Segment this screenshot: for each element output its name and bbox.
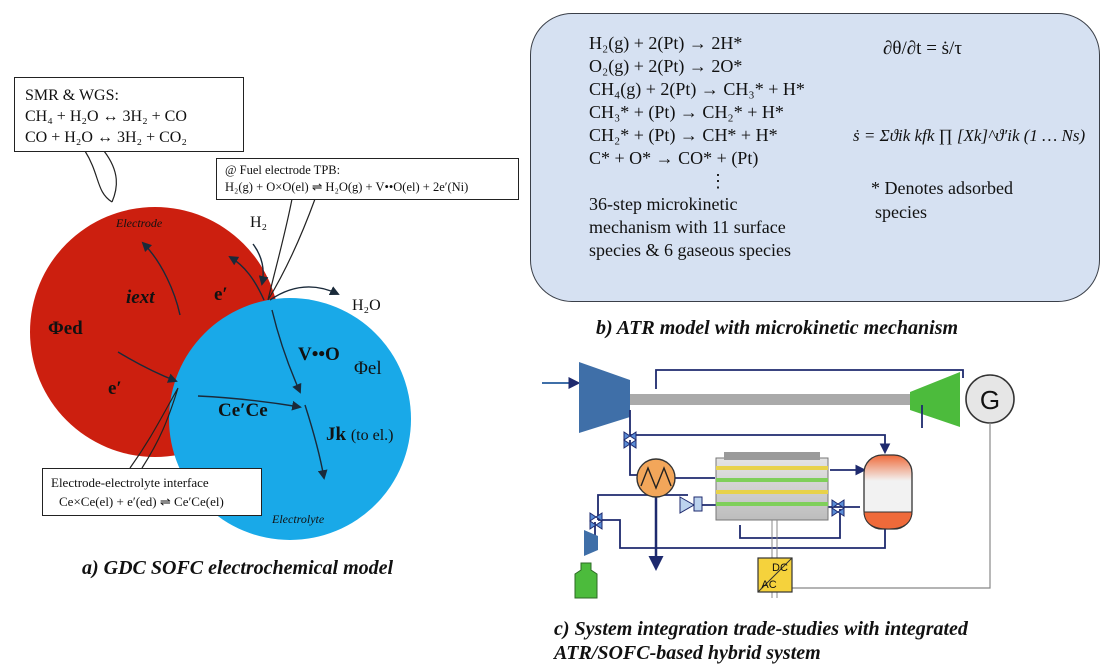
pipe-vessel-bottom — [598, 519, 886, 549]
reaction-ellipsis: ⋮ — [709, 171, 727, 191]
jk-arrow — [304, 404, 328, 480]
jk-symbol: Jk — [326, 424, 347, 445]
h2-arrow — [252, 243, 269, 286]
caption-a: a) GDC SOFC electrochemical model — [82, 557, 394, 579]
reaction-5: CH₂* + (Pt) → CH* + H* — [589, 125, 778, 145]
vacancy-label: V••O — [298, 344, 340, 365]
reaction-6: C* + O* → CO* + (Pt) — [589, 148, 759, 168]
electron-in-label: e′ — [108, 378, 122, 399]
vacancy-arrow — [271, 309, 302, 394]
phi-el-label: Φel — [354, 358, 382, 379]
mechanism-note-2: mechanism with 11 surface — [589, 217, 786, 237]
electrode-label: Electrode — [116, 216, 163, 230]
generator-label: G — [980, 385, 1000, 415]
reaction-4: CH₃* + (Pt) → CH₂* + H* — [589, 102, 784, 122]
electron-out-label: e′ — [214, 284, 228, 305]
reaction-3: CH₄(g) + 2(Pt) → CH₃* + H* — [589, 79, 805, 99]
mixer — [693, 496, 703, 512]
tpb-callout-pointer — [267, 198, 316, 301]
tpb-equation: H₂(g) + O×O(el) ⇌ H₂O(g) + V••O(el) + 2e… — [225, 180, 469, 194]
caption-c-line-2: ATR/SOFC-based hybrid system — [554, 642, 821, 664]
rate-rhs: ṡ/τ — [941, 38, 962, 59]
electrolyte-label: Electrolyte — [272, 512, 325, 526]
pipe-left-loop — [597, 494, 688, 520]
valve-right — [831, 499, 845, 517]
smr-callout-pointer — [84, 150, 117, 203]
mechanism-note-3: species & 6 gaseous species — [589, 240, 791, 260]
electron-in-arrow — [117, 351, 178, 383]
tpb-callout: @ Fuel electrode TPB: H₂(g) + O×O(el) ⇌ … — [216, 158, 519, 200]
tpb-title: @ Fuel electrode TPB: — [225, 163, 341, 177]
interface-equation: Ce×Ce(el) + e′(ed) ⇌ Ce′Ce(el) — [59, 494, 224, 509]
h2-label: H₂ — [250, 214, 268, 231]
interface-callout: Electrode-electrolyte interface Ce×Ce(el… — [42, 468, 262, 516]
interface-title: Electrode-electrolyte interface — [51, 475, 209, 490]
pipe-stack-bottom — [739, 509, 841, 539]
shaft — [630, 394, 930, 405]
valve-top — [623, 431, 637, 449]
caption-c-line-1: c) System integration trade-studies with… — [554, 618, 968, 640]
rate-lhs: ∂θ/∂t — [883, 38, 922, 59]
compressor — [579, 362, 630, 433]
fuel-pump — [584, 530, 598, 556]
microkinetic-mechanism-box: H₂(g) + 2(Pt) → 2H* O₂(g) + 2(Pt) → 2O* … — [530, 13, 1100, 302]
adsorbed-note-1: * Denotes adsorbed — [871, 178, 1013, 198]
source-equation: ṡ = Σϑik kfk ∏ [Xk]^ϑ′ik (1 … Ns) — [853, 126, 1086, 145]
adsorbed-note-2: species — [875, 202, 927, 222]
generator-wire — [778, 423, 991, 589]
interface-callout-pointer — [129, 387, 179, 469]
reaction-2: O₂(g) + 2(Pt) → 2O* — [589, 56, 743, 76]
caption-b: b) ATR model with microkinetic mechanism — [596, 317, 959, 339]
fuel-tank — [574, 562, 598, 599]
converter-dc-label: DC — [772, 562, 788, 574]
jk-suffix: (to el.) — [350, 427, 394, 444]
pipe-valve-to-right — [630, 434, 891, 455]
rate-equation: ∂θ/∂t = ṡ/τ — [883, 38, 962, 59]
ejector — [679, 496, 696, 514]
turbine — [910, 372, 960, 427]
mechanism-note-1: 36-step microkinetic — [589, 194, 738, 214]
heat-exchanger — [636, 458, 676, 498]
h2o-label: H₂O — [352, 297, 381, 314]
reaction-list: H₂(g) + 2(Pt) → 2H* O₂(g) + 2(Pt) → 2O* … — [589, 32, 805, 262]
ce-label: Ce′Ce — [218, 400, 268, 421]
h2o-arrow — [269, 286, 340, 301]
valve-left — [589, 512, 603, 530]
reformer-vessel-bottom — [863, 510, 913, 530]
pipe-top-loop — [655, 369, 964, 389]
reaction-1: H₂(g) + 2(Pt) → 2H* — [589, 33, 743, 53]
iext-arrow — [141, 241, 181, 316]
iext-label: iext — [126, 287, 155, 308]
sofc-stack — [715, 452, 829, 521]
smr-equation-2: CO + H₂O ↔ 3H₂ + CO₂ — [25, 129, 187, 146]
jk-label: Jk (to el.) — [326, 424, 393, 446]
electron-out-arrow — [228, 255, 265, 301]
phi-ed-label: Φed — [48, 318, 83, 339]
smr-wgs-callout: SMR & WGS: CH₄ + H₂O ↔ 3H₂ + CO CO + H₂O… — [14, 77, 244, 152]
ce-arrow — [197, 395, 302, 411]
converter-ac-label: AC — [761, 579, 776, 591]
system-schematic — [542, 362, 1015, 599]
heat-exchanger-zigzag — [640, 466, 672, 490]
smr-title: SMR & WGS: — [25, 87, 119, 104]
smr-equation-1: CH₄ + H₂O ↔ 3H₂ + CO — [25, 108, 187, 125]
